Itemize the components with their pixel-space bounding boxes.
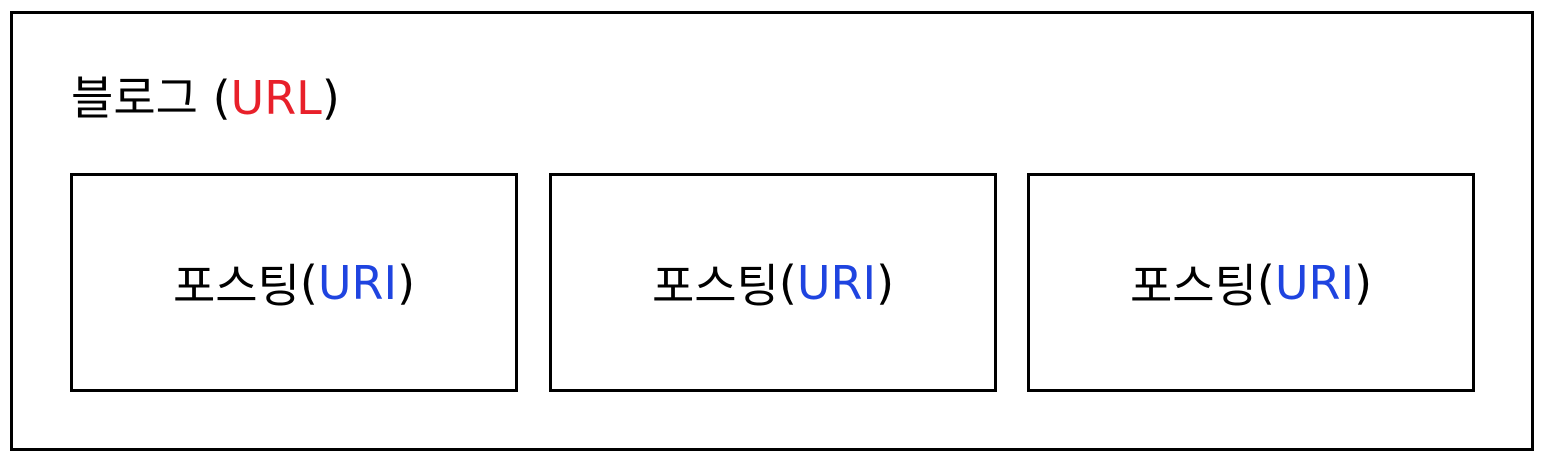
blog-label: 블로그 (71, 71, 198, 125)
posting-close-paren: ) (1354, 255, 1373, 310)
posting-box-1: 포스팅 (URI) (70, 173, 518, 392)
posting-open-paren: ( (1256, 255, 1275, 310)
blog-title: 블로그 (URL) (71, 68, 340, 128)
blog-container: 블로그 (URL) 포스팅 (URI) 포스팅 (URI) 포스팅 (URI) (10, 11, 1534, 451)
posting-uri-text: URI (1274, 255, 1355, 310)
posting-close-paren: ) (876, 255, 895, 310)
posting-label: 포스팅 (172, 258, 300, 313)
posting-uri-text: URI (796, 255, 877, 310)
posting-label: 포스팅 (1129, 258, 1257, 313)
blog-close-paren: ) (321, 71, 340, 125)
posting-uri-text: URI (317, 255, 398, 310)
posting-box-2: 포스팅 (URI) (549, 173, 997, 392)
blog-url-text: URL (230, 71, 322, 125)
posting-open-paren: ( (778, 255, 797, 310)
posting-open-paren: ( (299, 255, 318, 310)
blog-open-paren: ( (197, 71, 231, 125)
posting-box-3: 포스팅 (URI) (1027, 173, 1475, 392)
posting-close-paren: ) (397, 255, 416, 310)
posting-label: 포스팅 (651, 258, 779, 313)
